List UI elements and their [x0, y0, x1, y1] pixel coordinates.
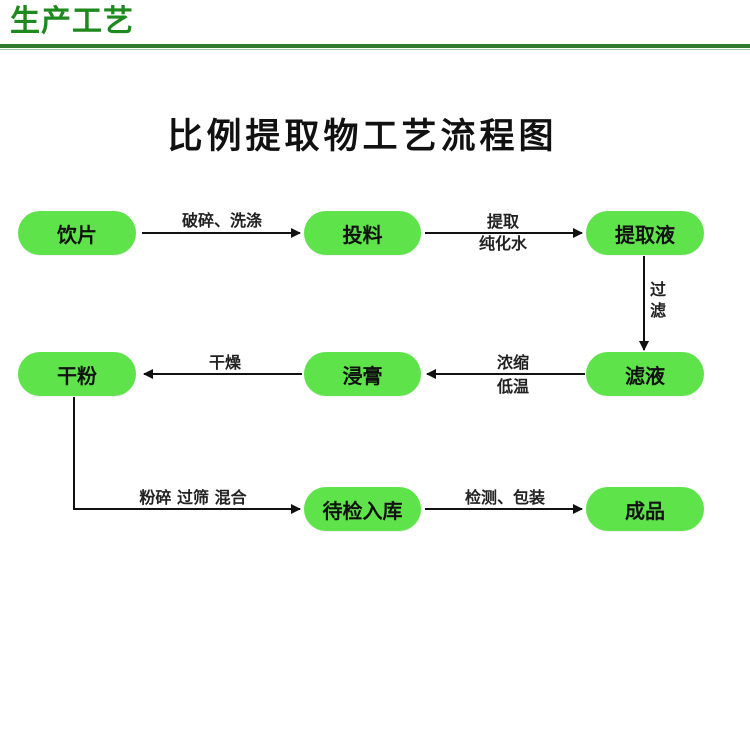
edge-label-nongsuo: 浓缩: [496, 353, 529, 372]
edge-label-tiqu: 提取: [486, 212, 519, 231]
header-divider: [0, 44, 750, 48]
node-chengpin: 成品: [586, 487, 704, 531]
edge-label-ganzao: 干燥: [208, 353, 241, 372]
header-title: 生产工艺: [10, 4, 134, 39]
arrow-ganfen-daijian: [73, 397, 301, 514]
edge-label-jiance-baozhuang: 检测、包装: [464, 488, 545, 507]
node-touliao: 投料: [304, 211, 421, 255]
edge-label-chunhuashui: 纯化水: [478, 234, 527, 253]
header-divider-thin: [0, 49, 750, 50]
edge-label-lv: 滤: [649, 301, 666, 320]
edge-label-diwen: 低温: [496, 377, 529, 396]
diagram-title: 比例提取物工艺流程图: [167, 117, 558, 157]
node-jingao: 浸膏: [304, 352, 421, 396]
edge-label-posui-xidi: 破碎、洗涤: [181, 211, 262, 230]
node-lvye: 滤液: [586, 352, 704, 396]
edge-label-guo: 过: [649, 280, 666, 299]
node-ganfen: 干粉: [18, 352, 136, 396]
node-daijian-ruku: 待检入库: [304, 487, 421, 531]
page-header: 生产工艺: [0, 0, 750, 52]
node-yinpian: 饮片: [18, 211, 136, 255]
edge-label-fensui-guoshai-hunhe: 粉碎 过筛 混合: [139, 488, 247, 507]
node-tiquye: 提取液: [586, 211, 704, 255]
